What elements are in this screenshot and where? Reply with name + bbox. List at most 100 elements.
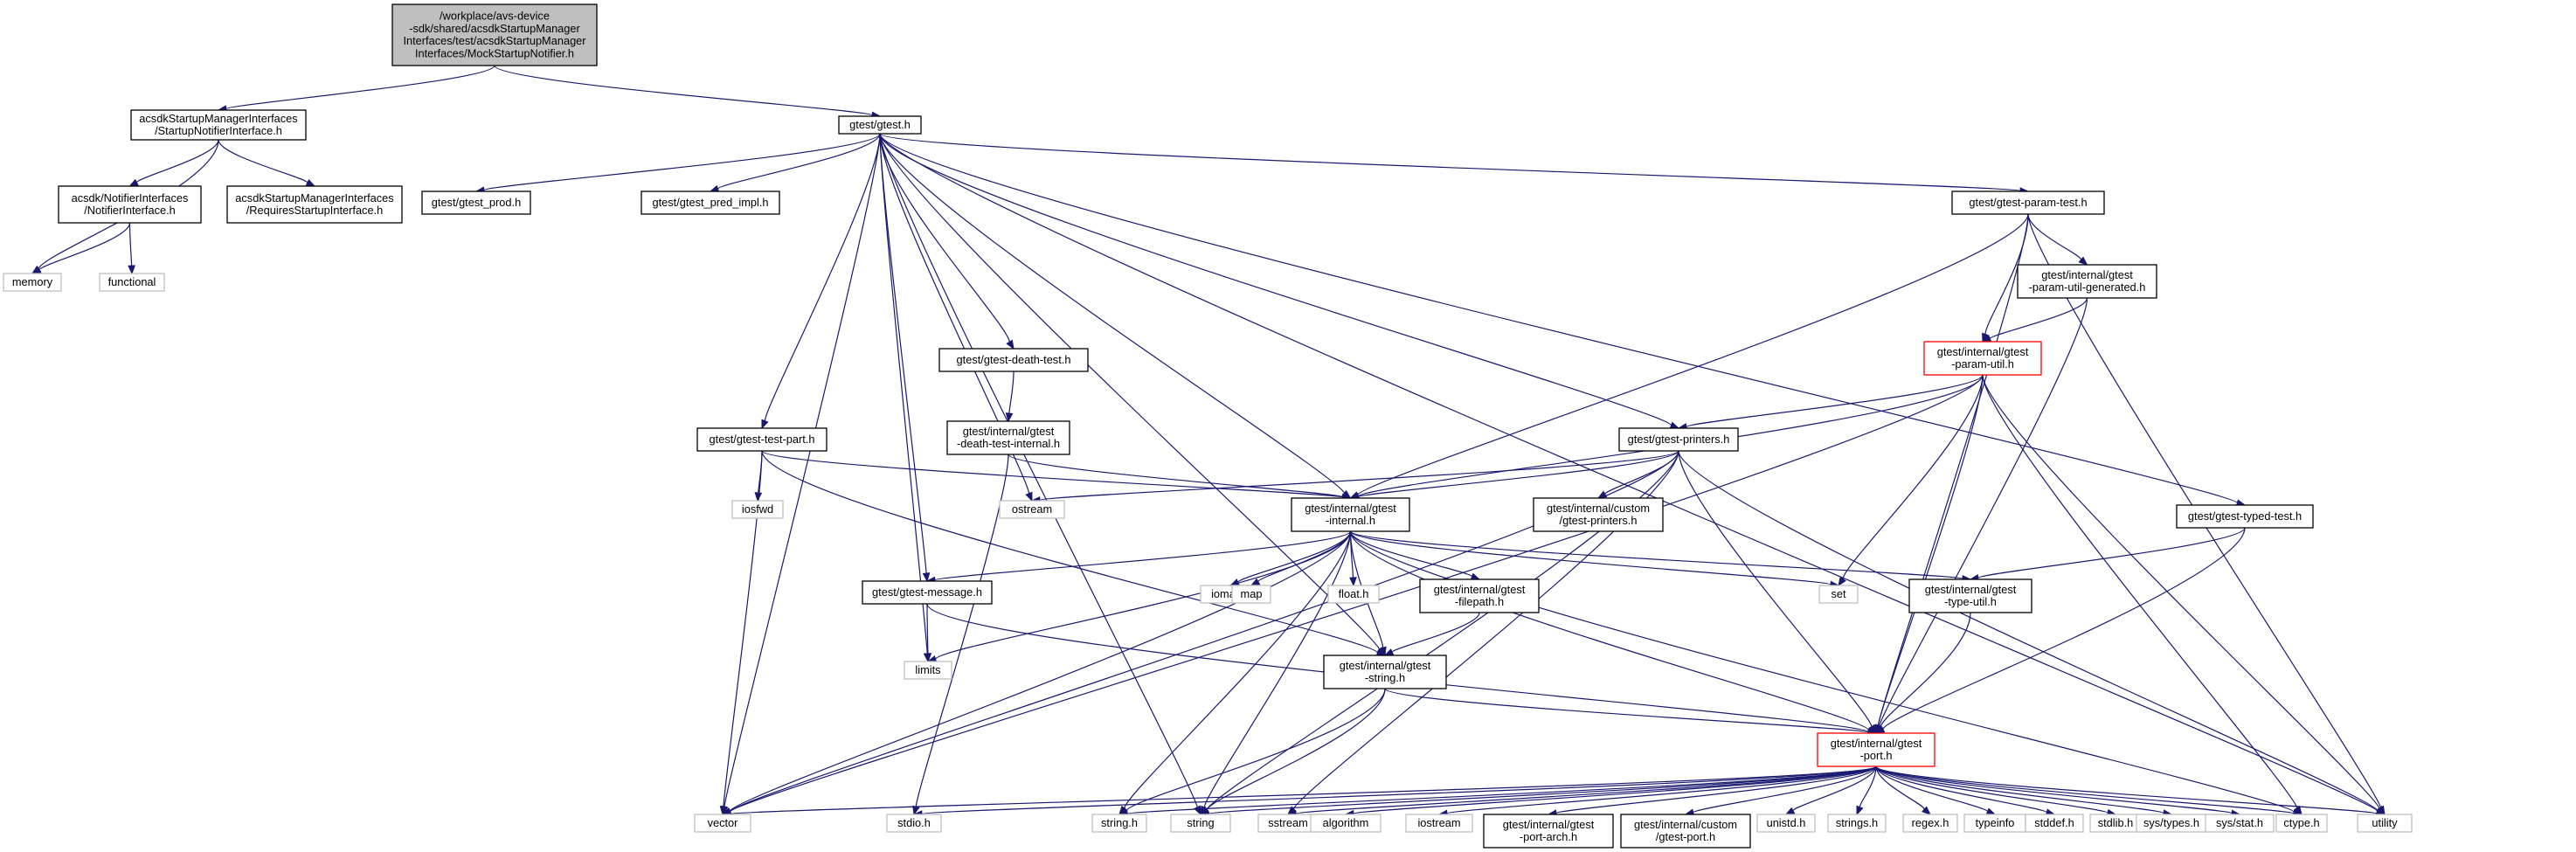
node-box bbox=[1902, 814, 1958, 833]
edge-line bbox=[225, 65, 495, 110]
node-ostream[interactable]: ostream bbox=[999, 500, 1065, 519]
node-unistd-h[interactable]: unistd.h bbox=[1756, 814, 1816, 833]
node-workplace-avs-device-sdk-shared-acsdkstartupmanagerinterfaces-test-acsdkstartupmanagerinterfaces-mockstartupnotifier-h[interactable]: /workplace/avs-device-sdk/shared/acsdkSt… bbox=[391, 3, 598, 66]
node-label-line: gtest/gtest.h bbox=[849, 118, 911, 131]
edge-port-to-regex_h bbox=[1875, 765, 1932, 815]
node-sstream[interactable]: sstream bbox=[1257, 814, 1319, 833]
edge-line bbox=[879, 133, 1198, 807]
node-gtest-internal-gtest-param-util-generated-h[interactable]: gtest/internal/gtest-param-util-generate… bbox=[2017, 264, 2157, 299]
edge-line bbox=[128, 222, 133, 267]
node-stdio-h[interactable]: stdio.h bbox=[886, 814, 942, 833]
edge-arrowhead bbox=[719, 806, 728, 816]
node-acsdkstartupmanagerinterfaces-requiresstartupinterface-h[interactable]: acsdkStartupManagerInterfaces/RequiresSt… bbox=[226, 185, 403, 224]
edge-line bbox=[1124, 530, 1352, 809]
node-stddef-h[interactable]: stddef.h bbox=[2025, 814, 2084, 833]
node-acsdkstartupmanagerinterfaces-startupnotifierinterface-h[interactable]: acsdkStartupManagerInterfaces/StartupNot… bbox=[130, 109, 307, 141]
node-gtest-gtest-message-h[interactable]: gtest/gtest-message.h bbox=[862, 580, 993, 605]
node-label-line: typeinfo bbox=[1976, 816, 2015, 829]
edge-line bbox=[1875, 765, 2233, 814]
edge-line bbox=[926, 603, 929, 655]
node-label-line: gtest/internal/gtest bbox=[1340, 659, 1431, 672]
node-gtest-internal-gtest-filepath-h[interactable]: gtest/internal/gtest-filepath.h bbox=[1419, 578, 1540, 613]
node-gtest-gtest-printers-h[interactable]: gtest/gtest-printers.h bbox=[1618, 427, 1739, 452]
node-label-line: map bbox=[1241, 587, 1263, 600]
node-regex-h[interactable]: regex.h bbox=[1902, 814, 1958, 833]
node-label-line: /StartupNotifierInterface.h bbox=[155, 124, 282, 137]
edge-line bbox=[1875, 765, 2164, 814]
edge-line bbox=[1206, 688, 1386, 811]
edge-gtest_internal-to-type_util bbox=[1349, 530, 1972, 583]
node-utility[interactable]: utility bbox=[2357, 814, 2413, 833]
edge-line bbox=[2027, 213, 2082, 260]
node-algorithm[interactable]: algorithm bbox=[1310, 814, 1381, 833]
edge-notifierif-to-memory bbox=[31, 222, 131, 274]
nodes-layer: /workplace/avs-device-sdk/shared/acsdkSt… bbox=[3, 3, 2413, 849]
node-gtest-internal-gtest-internal-h[interactable]: gtest/internal/gtest-internal.h bbox=[1291, 497, 1410, 532]
edge-line bbox=[921, 765, 1877, 815]
node-vector[interactable]: vector bbox=[694, 814, 751, 833]
node-gtest-gtest-test-part-h[interactable]: gtest/gtest-test-part.h bbox=[696, 427, 828, 452]
edge-param_util-to-utility bbox=[1982, 374, 2386, 815]
node-iosfwd[interactable]: iosfwd bbox=[731, 500, 784, 519]
node-acsdk-notifierinterfaces-notifierinterface-h[interactable]: acsdk/NotifierInterfaces/NotifierInterfa… bbox=[58, 185, 202, 224]
node-box bbox=[391, 3, 598, 66]
edge-gtest-to-gtest_prod bbox=[474, 133, 881, 194]
node-gtest-internal-custom-gtest-port-h[interactable]: gtest/internal/custom/gtest-port.h bbox=[1620, 814, 1751, 849]
edge-param_util_gen-to-param_util bbox=[1981, 297, 2088, 343]
edge-startupnotifier-to-notifierif bbox=[128, 139, 219, 187]
node-label-line: Interfaces/MockStartupNotifier.h bbox=[415, 46, 574, 59]
edge-notifierif-to-functional bbox=[128, 222, 135, 275]
node-gtest-internal-gtest-param-util-h[interactable]: gtest/internal/gtest-param-util.h bbox=[1923, 341, 2042, 376]
edge-line bbox=[1295, 765, 1877, 814]
node-label-line: memory bbox=[12, 275, 53, 288]
node-gtest-gtest-pred-impl-h[interactable]: gtest/gtest_pred_impl.h bbox=[641, 190, 780, 215]
node-box bbox=[1327, 585, 1380, 604]
node-label-line: stdio.h bbox=[897, 816, 931, 829]
edge-line bbox=[1875, 765, 2047, 814]
node-float-h[interactable]: float.h bbox=[1327, 585, 1380, 604]
node-gtest-internal-custom-gtest-printers-h[interactable]: gtest/internal/custom/gtest-printers.h bbox=[1533, 497, 1664, 532]
node-strings-h[interactable]: strings.h bbox=[1827, 814, 1887, 833]
node-box bbox=[1827, 814, 1887, 833]
node-gtest-internal-gtest-string-h[interactable]: gtest/internal/gtest-string.h bbox=[1323, 655, 1447, 689]
edge-arrowhead bbox=[128, 178, 139, 187]
edge-line bbox=[1384, 688, 1869, 733]
node-sys-types-h[interactable]: sys/types.h bbox=[2136, 814, 2207, 833]
node-stdlib-h[interactable]: stdlib.h bbox=[2089, 814, 2142, 833]
node-string-h[interactable]: string.h bbox=[1091, 814, 1147, 833]
edge-line bbox=[1353, 765, 1877, 814]
node-gtest-internal-gtest-port-arch-h[interactable]: gtest/internal/gtest-port-arch.h bbox=[1483, 814, 1614, 849]
node-map[interactable]: map bbox=[1231, 585, 1271, 604]
node-box bbox=[696, 427, 828, 452]
node-box bbox=[2205, 814, 2275, 833]
edge-line bbox=[729, 530, 1352, 812]
node-gtest-internal-gtest-death-test-internal-h[interactable]: gtest/internal/gtest-death-test-internal… bbox=[946, 420, 1070, 455]
node-box bbox=[2025, 814, 2084, 833]
edge-param_test-to-port bbox=[1874, 213, 2029, 735]
node-limits[interactable]: limits bbox=[904, 661, 952, 680]
node-box bbox=[2275, 814, 2328, 833]
node-typeinfo[interactable]: typeinfo bbox=[1963, 814, 2026, 833]
node-gtest-internal-gtest-port-h[interactable]: gtest/internal/gtest-port.h bbox=[1817, 732, 1935, 767]
node-sys-stat-h[interactable]: sys/stat.h bbox=[2205, 814, 2275, 833]
edge-filepath-to-gstring bbox=[1383, 612, 1480, 656]
node-string[interactable]: string bbox=[1170, 814, 1231, 833]
edge-line bbox=[761, 450, 1344, 498]
edge-line bbox=[1792, 765, 1877, 812]
node-ctype-h[interactable]: ctype.h bbox=[2275, 814, 2328, 833]
node-gtest-gtest-param-test-h[interactable]: gtest/gtest-param-test.h bbox=[1951, 190, 2105, 215]
node-gtest-gtest-death-test-h[interactable]: gtest/gtest-death-test.h bbox=[938, 348, 1089, 372]
node-gtest-gtest-h[interactable]: gtest/gtest.h bbox=[838, 115, 922, 135]
edge-line bbox=[730, 765, 1877, 815]
node-iostream[interactable]: iostream bbox=[1405, 814, 1473, 833]
node-set[interactable]: set bbox=[1818, 585, 1859, 604]
node-gtest-gtest-prod-h[interactable]: gtest/gtest_prod.h bbox=[421, 190, 531, 215]
node-gtest-internal-gtest-type-util-h[interactable]: gtest/internal/gtest-type-util.h bbox=[1908, 578, 2032, 613]
edge-line bbox=[1842, 374, 1984, 579]
node-label-line: gtest/gtest_prod.h bbox=[432, 196, 521, 209]
node-label-line: unistd.h bbox=[1767, 816, 1806, 829]
node-gtest-gtest-typed-test-h[interactable]: gtest/gtest-typed-test.h bbox=[2176, 504, 2314, 529]
edge-line bbox=[1349, 530, 1963, 579]
node-memory[interactable]: memory bbox=[3, 273, 62, 292]
node-functional[interactable]: functional bbox=[99, 273, 165, 292]
